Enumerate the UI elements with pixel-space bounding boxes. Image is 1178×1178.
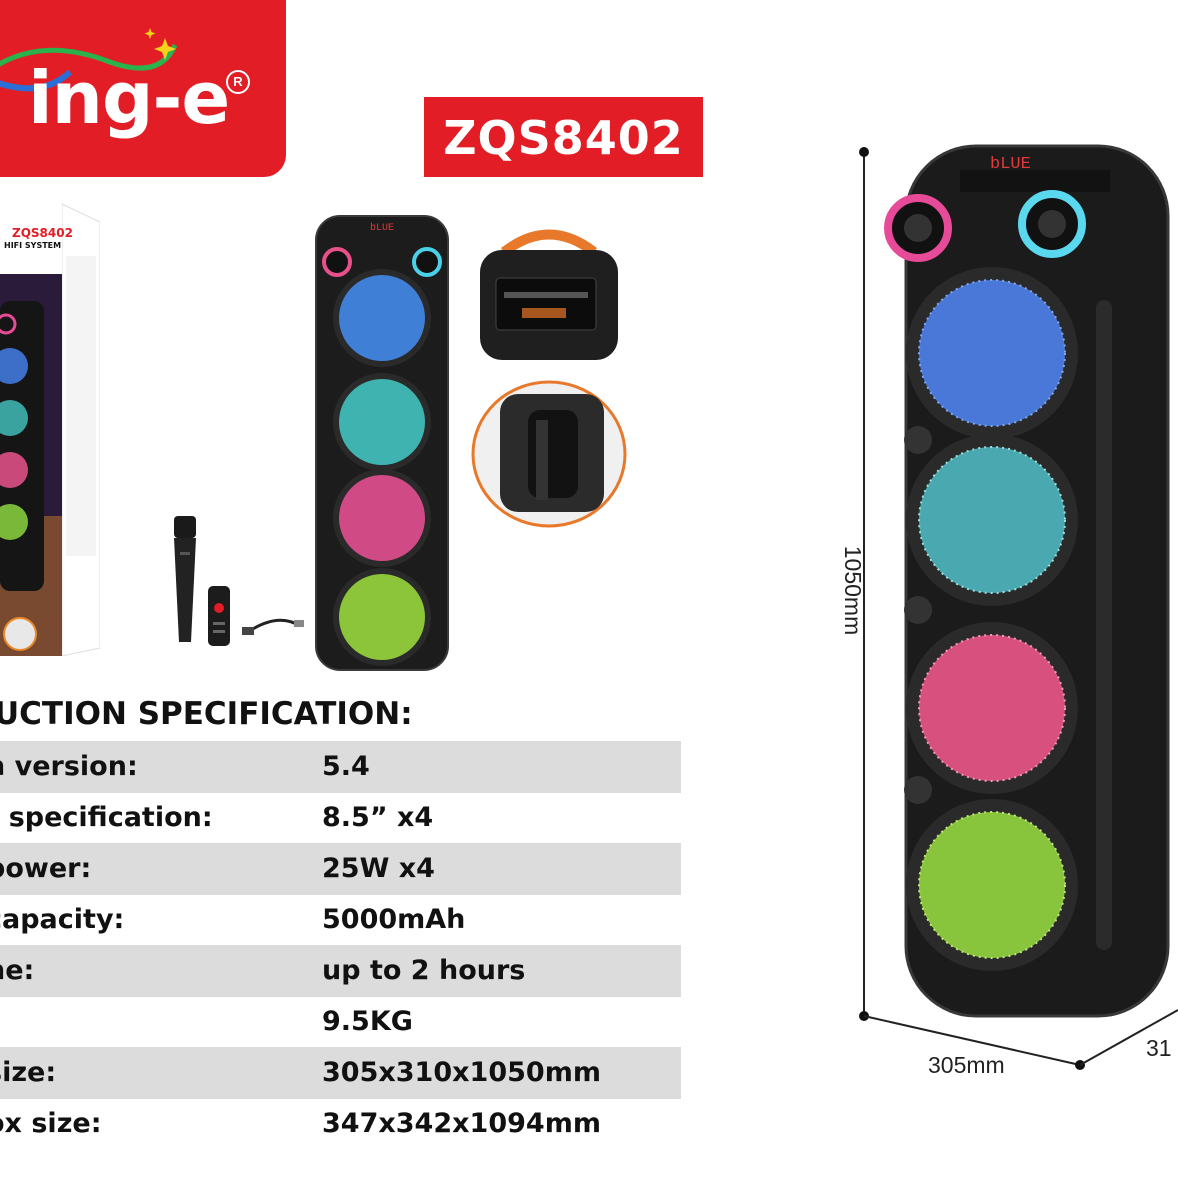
spec-key: ox size: xyxy=(0,1108,102,1139)
registered-mark: R xyxy=(226,70,250,94)
speaker-main: bLUE xyxy=(884,144,1170,1018)
spec-value: 9.5KG xyxy=(322,1006,413,1037)
speaker-front-small: bLUE xyxy=(315,215,449,671)
spec-value: 8.5” x4 xyxy=(322,802,434,833)
brand-banner: ing-e R xyxy=(0,0,286,177)
spec-value: 5.4 xyxy=(322,751,370,782)
dimension-height: 1050mm xyxy=(840,545,867,636)
dimension-lines xyxy=(859,147,1178,1070)
spec-row: size: 305x310x1050mm xyxy=(0,1047,681,1099)
product-box: ZQS8402 HIFI SYSTEM xyxy=(0,196,100,656)
spec-value: 347x342x1094mm xyxy=(322,1108,601,1139)
spec-title: UCTION SPECIFICATION: xyxy=(0,696,413,732)
spec-value: 25W x4 xyxy=(322,853,435,884)
svg-text:bLUE: bLUE xyxy=(370,222,394,234)
spec-row: ne: up to 2 hours xyxy=(0,945,681,997)
dimension-width: 305mm xyxy=(928,1052,1005,1078)
box-subtitle: HIFI SYSTEM xyxy=(4,241,62,250)
microphone-icon xyxy=(174,516,196,642)
usb-cable-icon xyxy=(242,618,304,635)
spec-key: h version: xyxy=(0,751,138,782)
remote-icon xyxy=(208,586,230,646)
spec-key: r specification: xyxy=(0,802,213,833)
speaker-display: bLUE xyxy=(990,155,1031,174)
spec-value: 305x310x1050mm xyxy=(322,1057,601,1088)
spec-row: r specification: 8.5” x4 xyxy=(0,792,681,844)
accessories xyxy=(174,516,304,646)
speaker-top-rear xyxy=(480,229,618,360)
spec-row: capacity: 5000mAh xyxy=(0,894,681,946)
dimension-depth: 31 xyxy=(1146,1035,1172,1061)
spec-key: capacity: xyxy=(0,904,125,935)
spec-row: 9.5KG xyxy=(0,996,681,1048)
box-model-label: ZQS8402 xyxy=(12,226,73,240)
model-badge: ZQS8402 xyxy=(424,97,703,177)
spec-key: size: xyxy=(0,1057,57,1088)
spec-key: power: xyxy=(0,853,92,884)
star-sparkle-icon xyxy=(144,28,176,60)
spec-row: ox size: 347x342x1094mm xyxy=(0,1098,681,1150)
spec-value: up to 2 hours xyxy=(322,955,526,986)
brand-swoosh xyxy=(0,28,178,92)
spec-row: h version: 5.4 xyxy=(0,741,681,793)
handle-detail xyxy=(471,380,627,528)
spec-row: power: 25W x4 xyxy=(0,843,681,895)
spec-key: ne: xyxy=(0,955,35,986)
brand-name: ing-e xyxy=(28,56,230,140)
spec-value: 5000mAh xyxy=(322,904,466,935)
